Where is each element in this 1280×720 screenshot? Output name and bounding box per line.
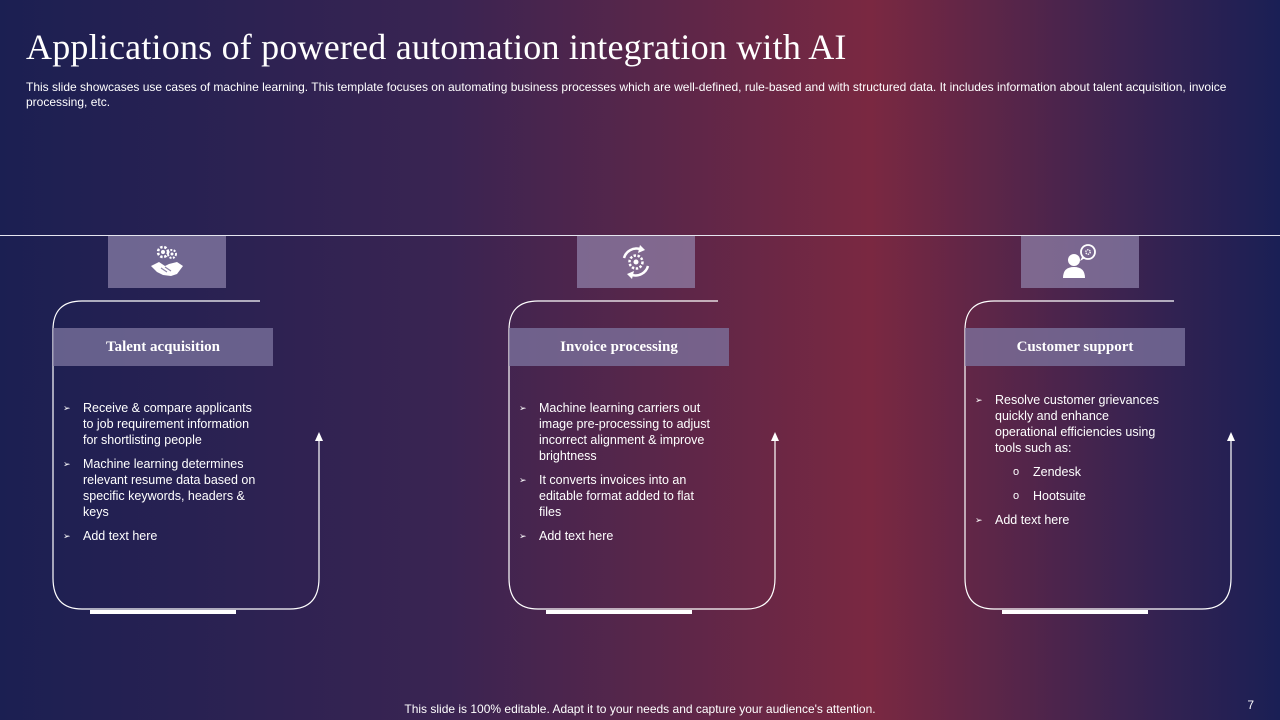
bullet-circle-icon: o xyxy=(1013,466,1020,478)
invoice-card-header: Invoice processing xyxy=(509,328,729,366)
support-card-list: ➢Resolve customer grievances quickly and… xyxy=(975,392,1171,536)
list-item: ➢It converts invoices into an editable f… xyxy=(519,473,694,519)
bullet-arrow-icon: ➢ xyxy=(63,403,71,413)
footer-note: This slide is 100% editable. Adapt it to… xyxy=(404,702,876,716)
cycle-gear-icon xyxy=(622,245,650,279)
bullet-circle-icon: o xyxy=(1013,490,1020,502)
support-icon-box xyxy=(1021,236,1139,288)
list-item: ➢Machine learning determines relevant re… xyxy=(63,457,256,519)
handshake-gears-icon xyxy=(151,245,183,276)
slide-title: Applications of powered automation integ… xyxy=(26,27,847,67)
bullet-arrow-icon: ➢ xyxy=(519,403,527,413)
list-item: ➢Machine learning carriers out image pre… xyxy=(519,401,710,463)
list-item: ➢Add text here xyxy=(519,529,614,543)
bullet-arrow-icon: ➢ xyxy=(63,459,71,469)
support-card-header: Customer support xyxy=(965,328,1185,366)
support-card-outline xyxy=(964,300,1235,614)
invoice-icon-box xyxy=(577,236,695,288)
list-item: ➢Receive & compare applicants to job req… xyxy=(63,401,252,447)
talent-card-list: ➢Receive & compare applicants to job req… xyxy=(63,400,259,552)
list-item: ➢Add text here xyxy=(975,513,1070,527)
bullet-arrow-icon: ➢ xyxy=(63,531,71,541)
bullet-arrow-icon: ➢ xyxy=(519,531,527,541)
page-number: 7 xyxy=(1247,698,1254,712)
bullet-arrow-icon: ➢ xyxy=(975,515,983,525)
divider-line xyxy=(0,235,1280,236)
talent-card-header: Talent acquisition xyxy=(53,328,273,366)
bullet-arrow-icon: ➢ xyxy=(519,475,527,485)
invoice-card-outline xyxy=(508,300,779,614)
list-item: ➢Add text here xyxy=(63,529,158,543)
talent-card-outline xyxy=(52,300,323,614)
invoice-card-list: ➢Machine learning carriers out image pre… xyxy=(519,400,715,552)
list-item: ➢Resolve customer grievances quickly and… xyxy=(975,393,1159,455)
slide-subtitle: This slide showcases use cases of machin… xyxy=(26,80,1227,109)
support-agent-icon xyxy=(1063,244,1096,278)
talent-icon-box xyxy=(108,236,226,288)
bullet-arrow-icon: ➢ xyxy=(975,395,983,405)
